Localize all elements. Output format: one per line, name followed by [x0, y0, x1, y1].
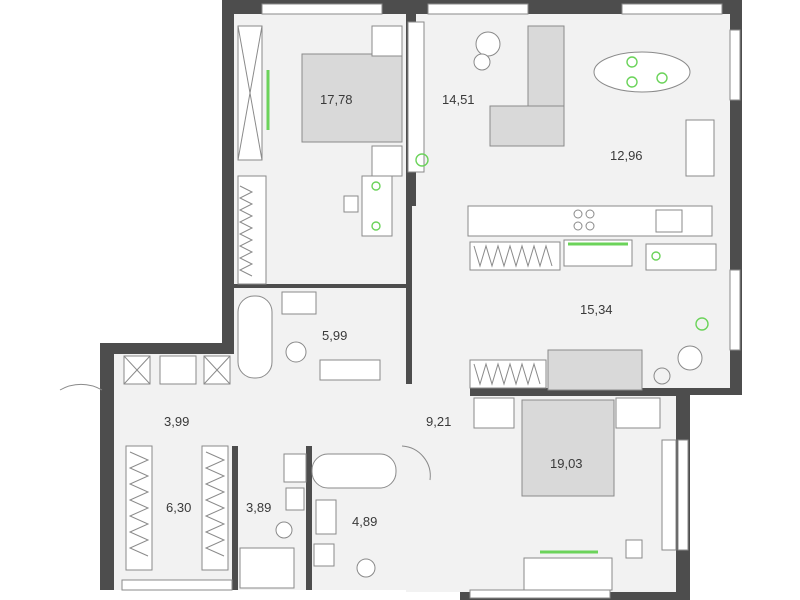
shower-fixtures: [239, 453, 307, 589]
living-furniture: [407, 21, 565, 173]
area-label-kitchen-dining: 12,96: [610, 148, 643, 163]
area-label-corridor: 9,21: [426, 414, 451, 429]
master-bedroom-furniture: [473, 397, 677, 591]
windows: [121, 3, 741, 599]
area-label-bedroom-right: 15,34: [580, 302, 613, 317]
area-label-living: 14,51: [442, 92, 475, 107]
bedroom-left-furniture: [237, 25, 414, 285]
bathroom-bottom-fixtures: [311, 453, 397, 578]
area-label-bathroom-top: 5,99: [322, 328, 347, 343]
bathroom-top-fixtures: [237, 291, 381, 381]
area-label-bedroom-left: 17,78: [320, 92, 353, 107]
area-label-entrance-hall: 3,99: [164, 414, 189, 429]
area-label-master-bedroom: 19,03: [550, 456, 583, 471]
bedroom-right-furniture: [469, 239, 717, 391]
wardrobe-furniture: [125, 445, 229, 571]
kitchen-dining-furniture: [467, 51, 715, 237]
area-label-wardrobe: 6,30: [166, 500, 191, 515]
area-label-bathroom-bottom: 4,89: [352, 514, 377, 529]
entrance-furniture: [59, 355, 431, 481]
area-labels: 17,78 14,51 12,96 5,99 15,34 3,99 9,21 1…: [164, 92, 643, 529]
area-label-shower-room: 3,89: [246, 500, 271, 515]
